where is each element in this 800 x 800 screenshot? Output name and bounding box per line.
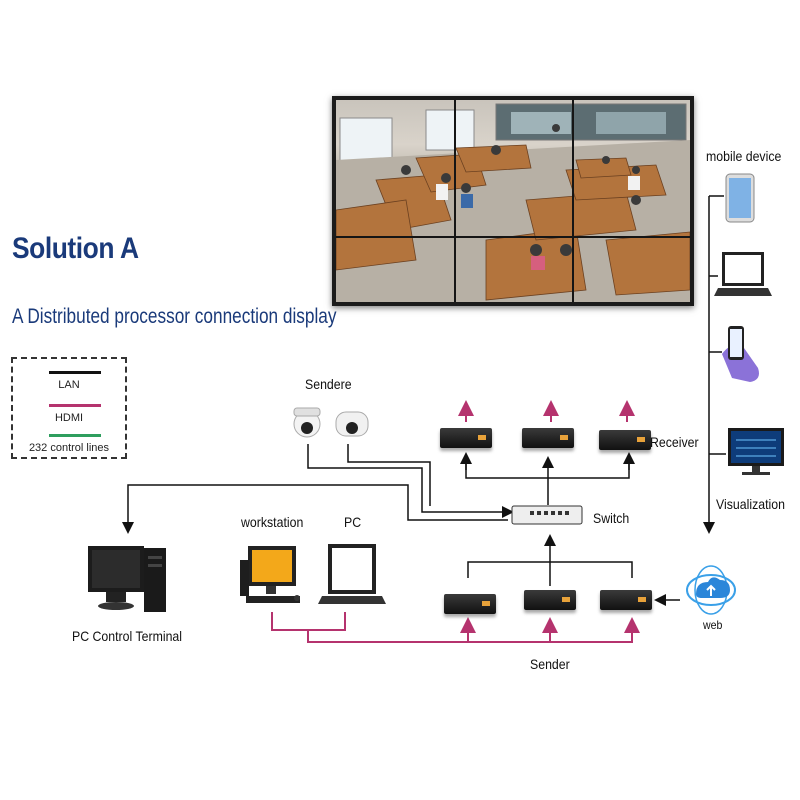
receiver-box-3 — [599, 430, 651, 450]
legend-line-lan — [49, 371, 101, 374]
legend: LAN HDMI 232 control lines — [11, 357, 127, 459]
lan-switch-pc-terminal — [122, 484, 508, 534]
label-sendere: Sendere — [305, 376, 352, 392]
legend-line-232 — [49, 434, 101, 437]
label-sender: Sender — [530, 656, 570, 672]
legend-label-232: 232 control lines — [28, 442, 110, 454]
video-wall-bezels — [336, 100, 690, 302]
web-cloud-icon — [686, 565, 736, 615]
laptop-icon — [714, 252, 772, 296]
lan-cameras-switch — [307, 444, 514, 518]
tablet-icon — [725, 173, 755, 223]
pc-laptop-icon — [318, 544, 386, 604]
label-mobile-device: mobile device — [706, 148, 782, 164]
video-wall-scene — [335, 100, 691, 302]
switch-icon — [511, 505, 583, 525]
hdmi-sources-senders — [271, 612, 640, 643]
workstation-icon — [240, 546, 300, 603]
lan-senders-switch — [467, 534, 633, 586]
camera-icons — [293, 407, 369, 438]
video-wall — [332, 96, 694, 306]
receiver-hdmi-arrows — [458, 400, 635, 422]
pc-control-terminal-icon — [88, 546, 166, 612]
sender-box-2 — [524, 590, 576, 610]
sender-box-3 — [600, 590, 652, 610]
legend-label-hdmi: HDMI — [54, 412, 84, 424]
visualization-icon — [728, 428, 784, 475]
sender-box-1 — [444, 594, 496, 614]
dining-hall-image — [335, 103, 691, 302]
label-pc: PC — [344, 514, 362, 530]
label-visualization: Visualization — [716, 496, 785, 512]
page-subtitle: A Distributed processor connection displ… — [12, 305, 337, 328]
label-switch: Switch — [593, 510, 630, 526]
lan-right-column — [703, 195, 726, 534]
legend-line-hdmi — [49, 404, 101, 407]
page-title: Solution A — [12, 232, 139, 265]
receiver-box-1 — [440, 428, 492, 448]
label-workstation: workstation — [241, 514, 304, 530]
legend-label-lan: LAN — [58, 379, 80, 391]
label-web: web — [703, 618, 723, 632]
lan-switch-receivers — [460, 452, 635, 505]
phone-hand-icon — [722, 326, 759, 382]
label-receiver: Receiver — [650, 434, 699, 450]
label-pc-control-terminal: PC Control Terminal — [72, 628, 183, 644]
receiver-box-2 — [522, 428, 574, 448]
